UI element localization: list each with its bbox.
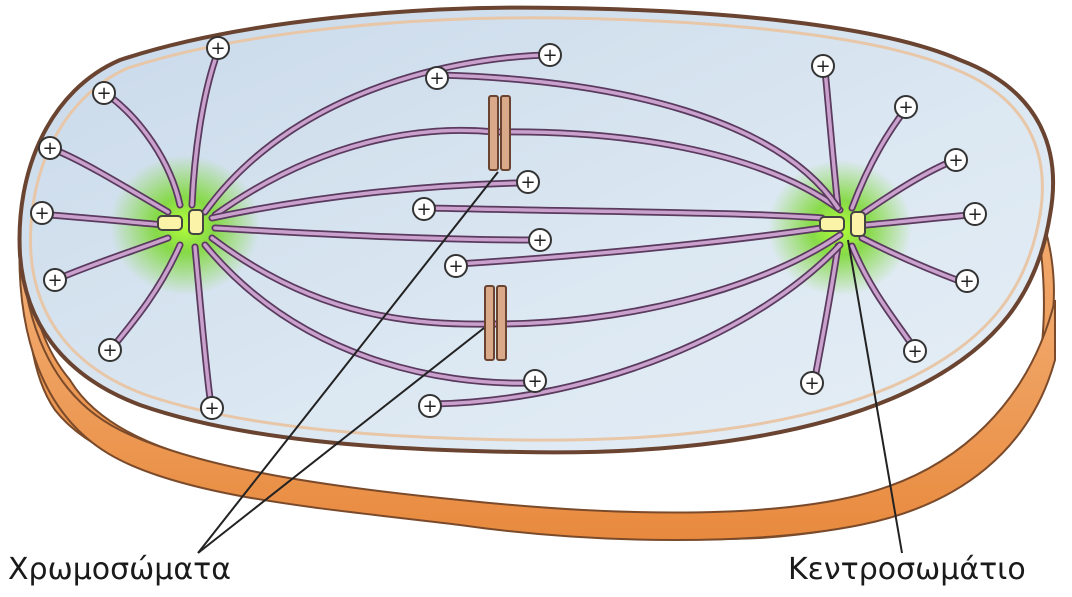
plus-end-marker: + (895, 96, 917, 118)
plus-sign: + (34, 203, 49, 224)
plus-sign: + (96, 83, 111, 104)
plus-sign: + (204, 398, 219, 419)
plus-end-marker: + (93, 82, 115, 104)
plus-end-marker: + (517, 171, 539, 193)
plus-end-marker: + (529, 229, 551, 251)
plus-end-marker: + (39, 137, 61, 159)
plus-end-marker: + (445, 255, 467, 277)
plus-sign: + (804, 373, 819, 394)
plus-sign: + (542, 45, 557, 66)
plus-end-marker: + (31, 202, 53, 224)
label-centrosome: Κεντροσωμάτιο (788, 555, 1026, 585)
plus-sign: + (422, 396, 437, 417)
plus-end-marker: + (904, 340, 926, 362)
plus-sign: + (416, 199, 431, 220)
plus-end-marker: + (207, 37, 229, 59)
plus-end-marker: + (419, 395, 441, 417)
plus-sign: + (448, 256, 463, 277)
plus-sign: + (527, 371, 542, 392)
plus-sign: + (102, 340, 117, 361)
plus-sign: + (532, 230, 547, 251)
plus-end-marker: + (44, 269, 66, 291)
plus-sign: + (967, 204, 982, 225)
plus-sign: + (898, 97, 913, 118)
plus-sign: + (815, 56, 830, 77)
plus-sign: + (210, 38, 225, 59)
plus-end-marker: + (539, 44, 561, 66)
plus-end-marker: + (99, 339, 121, 361)
plus-end-marker: + (524, 370, 546, 392)
plus-end-marker: + (945, 149, 967, 171)
plus-end-marker: + (801, 372, 823, 394)
plus-end-marker: + (812, 55, 834, 77)
plus-end-marker: + (201, 397, 223, 419)
plus-end-marker: + (413, 198, 435, 220)
plus-end-marker: + (964, 203, 986, 225)
plus-sign: + (959, 271, 974, 292)
plus-sign: + (948, 150, 963, 171)
plus-end-marker: + (956, 270, 978, 292)
plus-sign: + (520, 172, 535, 193)
label-chromosomes: Χρωμοσώματα (8, 555, 231, 585)
plus-sign: + (907, 341, 922, 362)
plus-sign: + (429, 68, 444, 89)
plus-sign: + (47, 270, 62, 291)
plus-end-marker: + (426, 67, 448, 89)
plus-sign: + (42, 138, 57, 159)
